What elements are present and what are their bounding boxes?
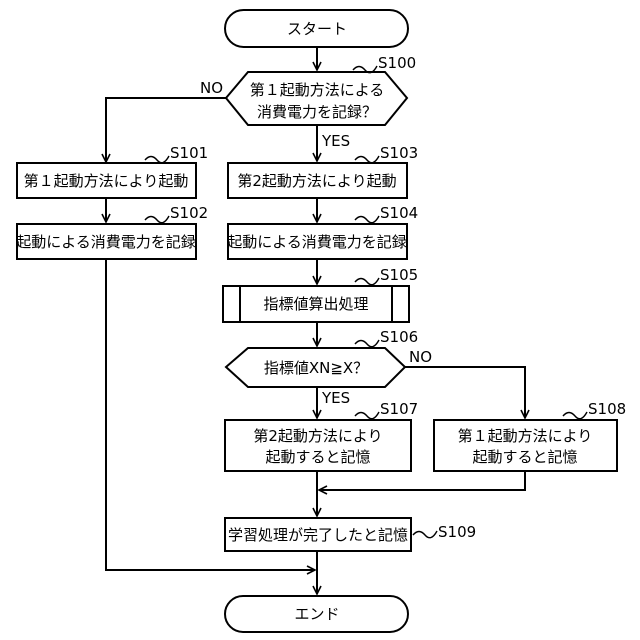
decision-s106-label: 指標値XN≧X？ [264, 359, 368, 377]
subroutine-s105-label: 指標値算出処理 [263, 295, 368, 313]
subroutine-s105: 指標値算出処理 [223, 286, 409, 322]
s106-leader [355, 340, 379, 347]
s101-leader [145, 156, 169, 163]
s106-no-label: NO [409, 348, 432, 366]
decision-s100-line2: 消費電力を記録？ [257, 103, 377, 121]
arrow-s108-to-merge [319, 471, 525, 490]
s100-no-label: NO [200, 79, 223, 97]
s106-yes-label: YES [321, 389, 350, 407]
process-s103: 第2起動方法により起動 [228, 163, 407, 198]
step-s107: S107 [380, 400, 418, 418]
s104-leader [355, 216, 379, 223]
s109-leader [413, 531, 437, 538]
start-terminal: スタート [225, 10, 408, 47]
s107-leader [355, 412, 379, 419]
process-s108-line2: 起動すると記憶 [472, 448, 577, 466]
process-s101: 第１起動方法により起動 [17, 163, 196, 198]
start-label: スタート [287, 20, 347, 38]
process-s109: 学習処理が完了したと記憶 [225, 518, 411, 551]
step-s103: S103 [380, 144, 418, 162]
arrow-s100-no-to-s101 [106, 98, 228, 162]
s103-leader [355, 156, 379, 163]
process-s107-line2: 起動すると記憶 [265, 448, 370, 466]
process-s108-line1: 第１起動方法により [458, 427, 593, 445]
step-s106: S106 [380, 328, 418, 346]
process-s102: 起動による消費電力を記録 [16, 224, 196, 259]
step-s100: S100 [378, 54, 416, 72]
step-s108: S108 [588, 400, 626, 418]
process-s101-label: 第１起動方法により起動 [24, 172, 189, 190]
s100-yes-label: YES [321, 132, 350, 150]
arrow-s106-no-to-s108 [405, 367, 525, 418]
process-s104: 起動による消費電力を記録 [227, 224, 407, 259]
end-terminal: エンド [225, 596, 408, 632]
s108-leader [563, 412, 587, 419]
decision-s100: 第１起動方法による 消費電力を記録？ [226, 72, 407, 125]
s105-leader [355, 278, 379, 285]
process-s102-label: 起動による消費電力を記録 [16, 233, 196, 251]
step-s104: S104 [380, 204, 418, 222]
step-s101: S101 [170, 144, 208, 162]
s102-leader [145, 216, 169, 223]
process-s107: 第2起動方法により 起動すると記憶 [225, 420, 411, 471]
decision-s100-line1: 第１起動方法による [250, 81, 385, 99]
end-label: エンド [294, 605, 339, 623]
process-s103-label: 第2起動方法により起動 [237, 172, 396, 190]
process-s104-label: 起動による消費電力を記録 [227, 233, 407, 251]
process-s107-line1: 第2起動方法により [253, 427, 382, 445]
process-s108: 第１起動方法により 起動すると記憶 [434, 420, 617, 471]
step-s105: S105 [380, 266, 418, 284]
process-s109-label: 学習処理が完了したと記憶 [228, 526, 408, 544]
decision-s106: 指標値XN≧X？ [226, 348, 405, 387]
step-s102: S102 [170, 204, 208, 222]
step-s109: S109 [438, 523, 476, 541]
